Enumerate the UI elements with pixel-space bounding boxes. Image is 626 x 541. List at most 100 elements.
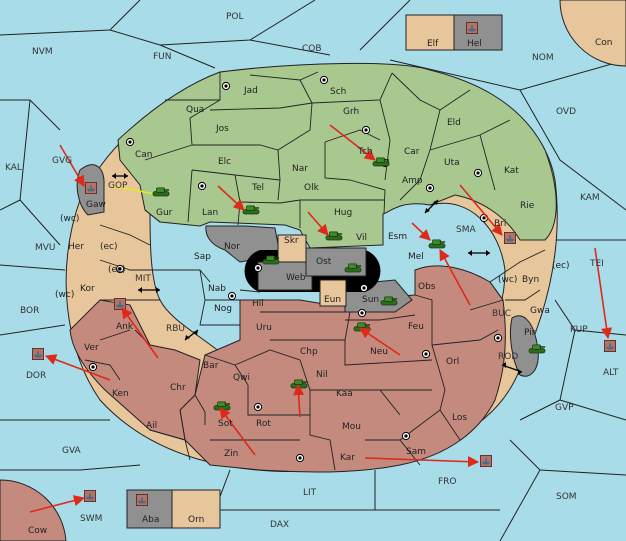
- supply-center-dot: [359, 283, 369, 293]
- supply-center-dot: [253, 263, 263, 273]
- land-elf[interactable]: [405, 14, 455, 51]
- label-gvp: GVP: [555, 403, 574, 413]
- region-red-west: [69, 299, 201, 441]
- label-mvu: MVU: [35, 243, 56, 253]
- label-buc: BUC: [492, 309, 511, 319]
- supply-center-dot: [88, 362, 98, 372]
- label-kaa: Kaa: [336, 389, 353, 399]
- supply-center-dot: [221, 81, 231, 91]
- label-rot: Rot: [256, 419, 271, 429]
- label-ver: Ver: [84, 343, 99, 353]
- province-borders: [84, 71, 546, 471]
- label-kam: KAM: [580, 193, 600, 203]
- label-hel: Hel: [467, 39, 482, 49]
- ship-icon[interactable]: [480, 455, 492, 467]
- label-sun: Sun: [362, 295, 379, 305]
- label-eld: Eld: [447, 118, 461, 128]
- label-tei: TEI: [589, 259, 604, 269]
- ship-icon[interactable]: [604, 340, 616, 352]
- label-bor: BOR: [20, 306, 39, 316]
- ship-icon[interactable]: [136, 494, 148, 506]
- label-fun: FUN: [153, 52, 172, 62]
- label-sch: Sch: [330, 87, 346, 97]
- map-labels: POLFUNCOBNOMNVMOVDKALKAMGVGGOPMVUMITSMAT…: [5, 12, 619, 536]
- land-eun[interactable]: [319, 279, 347, 307]
- supply-center-dot: [357, 308, 367, 318]
- label-lan: Lan: [202, 208, 218, 218]
- supply-centers: [88, 75, 503, 463]
- label-gwa: Gwa: [530, 306, 550, 316]
- label-nab: Nab: [208, 284, 226, 294]
- label-nom: NOM: [532, 53, 554, 63]
- land-web[interactable]: [257, 261, 313, 291]
- label-wc1: (wc): [60, 214, 79, 224]
- label-alt: ALT: [603, 368, 619, 378]
- label-ken: Ken: [112, 389, 129, 399]
- label-olk: Olk: [304, 183, 320, 193]
- label-mit: MIT: [135, 274, 151, 284]
- supply-center-dot: [227, 291, 237, 301]
- label-skr: Skr: [284, 236, 299, 246]
- ship-icon[interactable]: [114, 298, 126, 310]
- land-pir[interactable]: [509, 315, 539, 377]
- label-gur: Gur: [156, 208, 173, 218]
- label-amp: Amp: [402, 176, 423, 186]
- label-wc3: (wc): [55, 290, 74, 300]
- supply-center-dot: [125, 137, 135, 147]
- label-ank: Ank: [116, 322, 134, 332]
- label-neu: Neu: [370, 347, 388, 357]
- ship-icon[interactable]: [84, 490, 96, 502]
- land-con[interactable]: [559, 0, 626, 67]
- region-red: [179, 265, 506, 473]
- label-grh: Grh: [343, 107, 359, 117]
- label-gaw: Gaw: [86, 200, 106, 210]
- label-aba: Aba: [142, 515, 159, 525]
- label-obs: Obs: [418, 282, 436, 292]
- label-gvg: GVG: [52, 156, 72, 166]
- label-qwi: Qwi: [233, 373, 250, 383]
- label-nvm: NVM: [32, 47, 53, 57]
- label-pir: Pir: [524, 328, 536, 338]
- supply-center-dot: [421, 349, 431, 359]
- label-elf: Elf: [427, 39, 439, 49]
- label-cob: COB: [302, 44, 322, 54]
- label-ec2: (ec): [552, 261, 570, 271]
- supply-center-dot: [361, 125, 371, 135]
- label-chr: Chr: [170, 383, 186, 393]
- supply-center-dot: [253, 402, 263, 412]
- ship-icon[interactable]: [32, 348, 44, 360]
- support-order-line: [111, 185, 161, 196]
- label-car: Car: [404, 147, 420, 157]
- ship-icon[interactable]: [504, 232, 516, 244]
- label-los: Los: [452, 413, 467, 423]
- label-kor: Kor: [80, 284, 95, 294]
- label-mel: Mel: [408, 252, 424, 262]
- label-nog: Nog: [214, 304, 232, 314]
- label-gop: GOP: [108, 181, 128, 191]
- label-wc2: (wc): [498, 275, 517, 285]
- label-web: Web: [286, 273, 306, 283]
- label-jad: Jad: [243, 86, 258, 96]
- supply-center-dot: [319, 75, 329, 85]
- label-sap: Sap: [194, 252, 211, 262]
- label-con: Con: [595, 38, 613, 48]
- label-qua: Qua: [186, 105, 204, 115]
- land-orn[interactable]: [171, 489, 221, 529]
- label-ail: Ail: [146, 421, 157, 431]
- ship-icon[interactable]: [466, 22, 478, 34]
- label-zin: Zin: [224, 449, 238, 459]
- label-ec3: (ec): [108, 265, 126, 275]
- label-rbu: RBU: [166, 324, 185, 334]
- label-elc: Elc: [218, 157, 231, 167]
- ship-icon[interactable]: [85, 182, 97, 194]
- label-her: Her: [68, 242, 84, 252]
- label-gva: GVA: [62, 446, 82, 456]
- land-hel[interactable]: [453, 14, 503, 51]
- land-aba[interactable]: [126, 489, 173, 529]
- label-vil: Vil: [356, 233, 367, 243]
- supply-center-dot: [197, 181, 207, 191]
- land-skr[interactable]: [277, 234, 307, 264]
- label-ec1: (ec): [100, 242, 118, 252]
- label-mou: Mou: [342, 422, 361, 432]
